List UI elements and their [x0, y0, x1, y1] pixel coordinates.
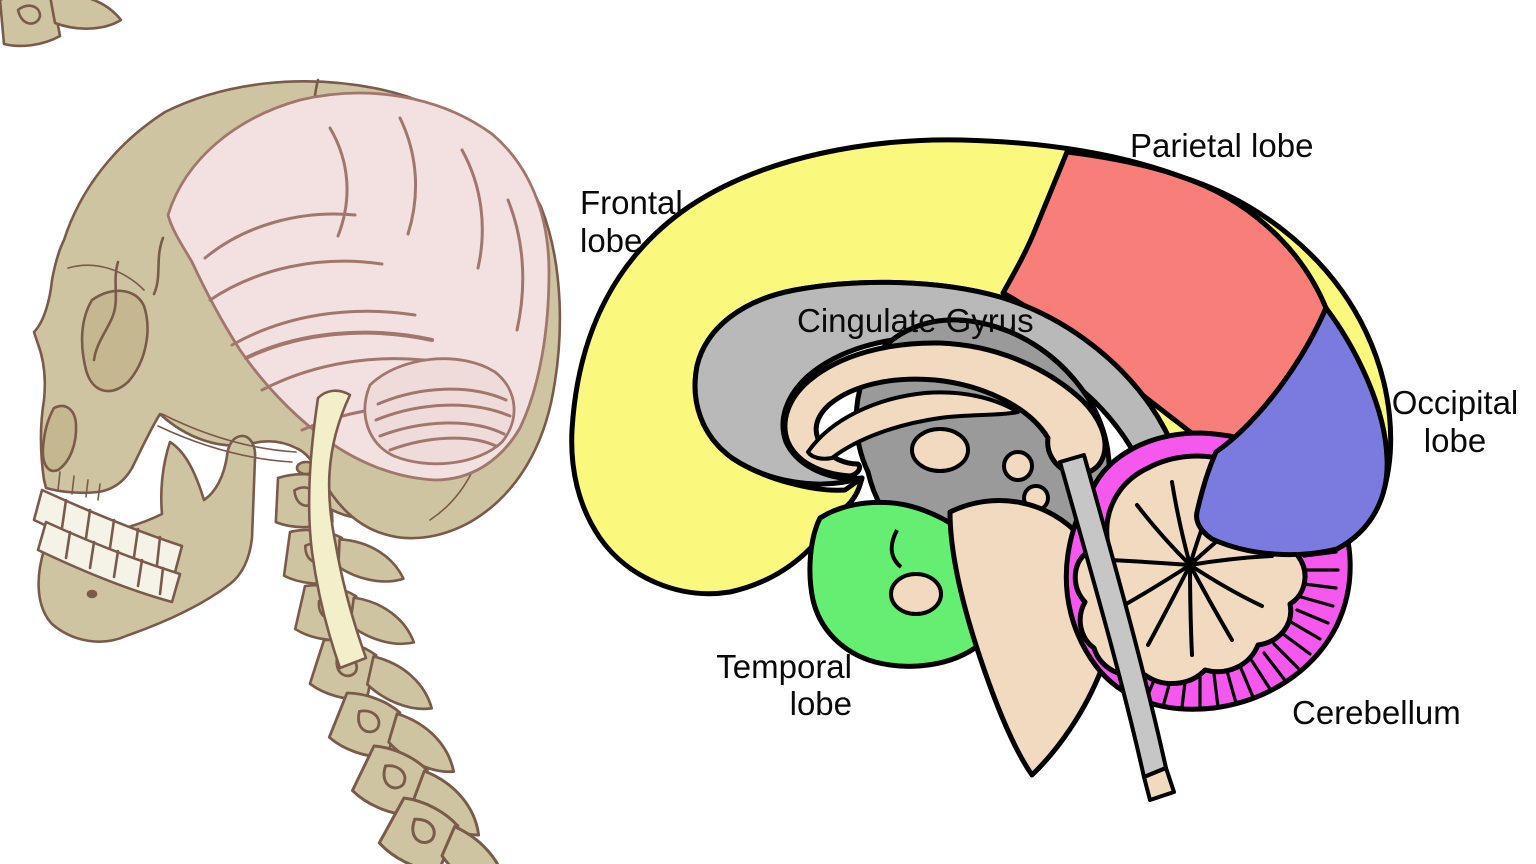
cingulate-gyrus-label: Cingulate Gyrus [797, 302, 1034, 339]
fornix [806, 390, 1020, 461]
cerebellum-left [363, 357, 516, 466]
nasal-aperture [41, 404, 78, 473]
interthalamic-adhesion [910, 427, 970, 473]
temporal-lobe-label: Temporal [716, 648, 852, 685]
eye-socket [80, 289, 149, 393]
cervical-vertebrae [0, 0, 528, 864]
cingulate-gyrus-region [692, 279, 1195, 523]
teeth-separators [60, 498, 165, 596]
parietal-lobe-label: Parietal lobe [1130, 127, 1313, 164]
pituitary-stalk [889, 529, 903, 569]
medulla-cut-edge [1142, 766, 1176, 802]
skull-illustration [0, 0, 562, 864]
frontal-lobe-label: Frontal [580, 184, 683, 221]
pituitary-gland [889, 572, 943, 616]
occipital-lobe-region [1194, 305, 1390, 558]
pineal-body [1002, 450, 1034, 482]
occipital-lobe-label: Occipital [1392, 384, 1519, 421]
mental-foramen [86, 589, 98, 599]
spinal-cord [307, 389, 368, 670]
cerebellum-striations-left [374, 387, 512, 452]
occipital-lobe-label-line2: lobe [1424, 422, 1486, 459]
cerebellum-label: Cerebellum [1292, 694, 1461, 731]
temporal-lobe-label-line2: lobe [790, 685, 852, 722]
brain-midsagittal-illustration: Frontal lobe Parietal lobe Cingulate Gyr… [569, 127, 1518, 802]
brain-sulci-lines [203, 116, 525, 432]
frontal-lobe-label-line2: lobe [580, 222, 642, 259]
diagram-labels: Frontal lobe Parietal lobe Cingulate Gyr… [580, 127, 1518, 731]
lower-teeth [36, 520, 182, 604]
